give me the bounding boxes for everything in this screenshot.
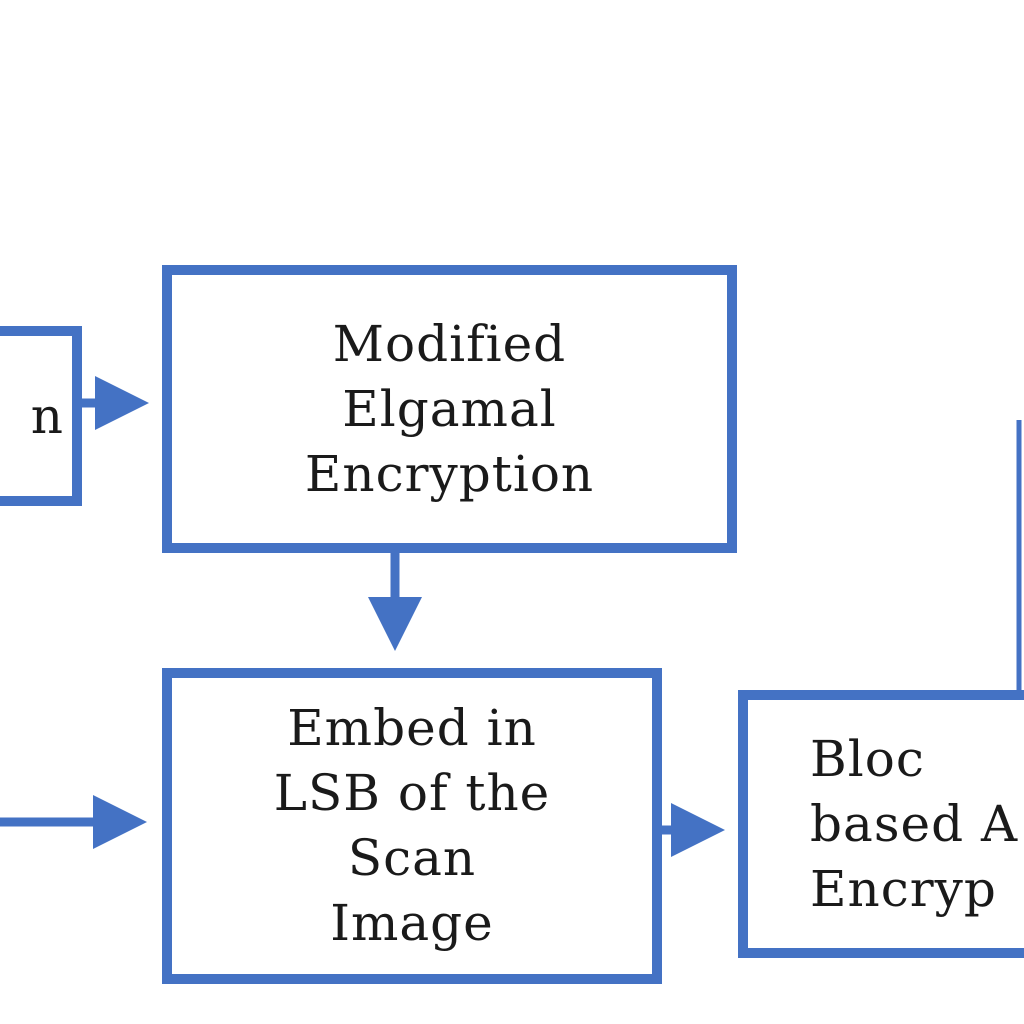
aes-line-2: based A xyxy=(810,794,1019,853)
embed-line-1: Embed in xyxy=(287,699,537,757)
aes-line-3: Encryp xyxy=(810,859,997,918)
elgamal-line-1: Modified xyxy=(332,314,567,373)
input-node-label: n xyxy=(31,384,64,449)
aes-line-1: Bloc xyxy=(810,729,925,788)
elgamal-line-2: Elgamal xyxy=(342,379,557,438)
embed-lsb-box: Embed in LSB of the Scan Image xyxy=(162,668,662,984)
block-aes-encryption-label: Bloc based A Encryp xyxy=(810,727,1018,922)
elgamal-encryption-box: Modified Elgamal Encryption xyxy=(162,265,737,553)
elgamal-line-3: Encryption xyxy=(304,444,595,503)
input-node-line-1: n xyxy=(30,386,64,445)
embed-line-4: Image xyxy=(330,894,494,952)
input-node-box: n xyxy=(0,326,82,506)
embed-line-3: Scan xyxy=(347,829,477,887)
embed-lsb-label: Embed in LSB of the Scan Image xyxy=(274,696,550,956)
embed-line-2: LSB of the xyxy=(273,764,551,822)
block-aes-encryption-box: Bloc based A Encryp xyxy=(738,690,1024,958)
elgamal-encryption-label: Modified Elgamal Encryption xyxy=(305,312,594,507)
